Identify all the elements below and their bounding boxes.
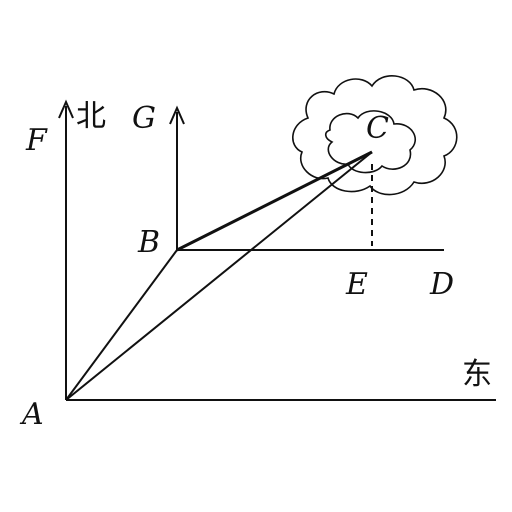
cloud-inner — [324, 110, 416, 174]
cloud-shape — [292, 75, 458, 196]
label-e: E — [345, 267, 368, 302]
north-axis-b — [169, 105, 185, 250]
label-d: D — [429, 267, 454, 302]
label-east: 东 — [462, 357, 492, 392]
line-ac — [65, 151, 373, 401]
cloud-outer — [292, 75, 458, 196]
label-north: 北 — [76, 99, 106, 134]
line-ab — [65, 249, 178, 401]
label-c: C — [366, 111, 389, 146]
label-f: F — [25, 123, 48, 158]
label-b: B — [137, 225, 160, 260]
north-axis-a — [58, 99, 74, 400]
line-bc — [176, 150, 373, 252]
label-g: G — [132, 101, 156, 136]
label-a: A — [19, 397, 44, 432]
